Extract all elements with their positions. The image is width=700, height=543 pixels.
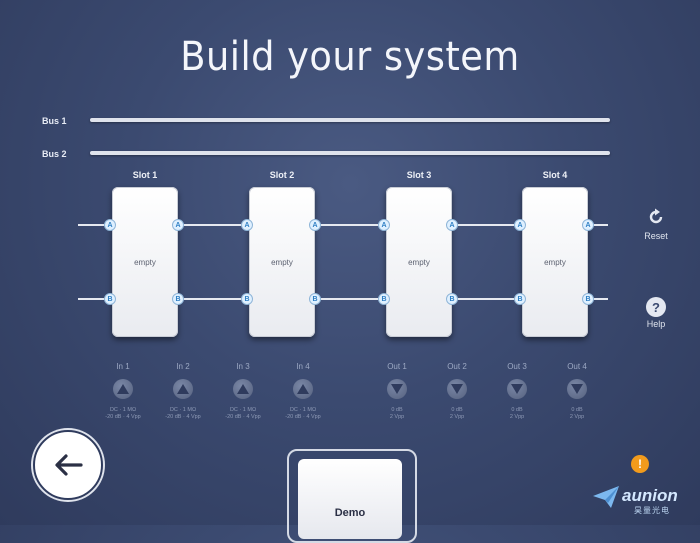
signal-wire-a bbox=[78, 224, 608, 226]
input-3-label: In 3 bbox=[236, 362, 250, 371]
slot-2-content: empty bbox=[271, 257, 293, 267]
output-4-triangle-down-icon[interactable] bbox=[567, 379, 587, 399]
slot-4-port-a-in[interactable]: A bbox=[514, 219, 526, 231]
demo-button[interactable]: Demo bbox=[298, 459, 402, 539]
slot-4-port-a-out[interactable]: A bbox=[582, 219, 594, 231]
input-1-triangle-up-icon[interactable] bbox=[113, 379, 133, 399]
slot-4-port-b-in[interactable]: B bbox=[514, 293, 526, 305]
slot-1-port-b-in[interactable]: B bbox=[104, 293, 116, 305]
arrow-left-icon bbox=[55, 454, 83, 476]
slot-2-port-b-out[interactable]: B bbox=[309, 293, 321, 305]
slot-4-label: Slot 4 bbox=[542, 170, 568, 180]
slot-2-port-a-out[interactable]: A bbox=[309, 219, 321, 231]
signal-wire-b bbox=[78, 298, 608, 300]
output-1-triangle-down-icon[interactable] bbox=[387, 379, 407, 399]
bus-2-label: Bus 2 bbox=[42, 149, 67, 159]
output-4-label: Out 4 bbox=[567, 362, 587, 371]
bus-1-label: Bus 1 bbox=[42, 116, 67, 126]
slot-4-content: empty bbox=[544, 257, 566, 267]
slot-2-port-b-in[interactable]: B bbox=[241, 293, 253, 305]
slot-3-port-a-in[interactable]: A bbox=[378, 219, 390, 231]
slot-1-port-b-out[interactable]: B bbox=[172, 293, 184, 305]
slot-3-module[interactable]: empty bbox=[386, 187, 452, 337]
slot-3-content: empty bbox=[408, 257, 430, 267]
paper-plane-icon bbox=[592, 484, 620, 515]
output-1-label: Out 1 bbox=[387, 362, 407, 371]
slot-3-port-b-out[interactable]: B bbox=[446, 293, 458, 305]
output-3-triangle-down-icon[interactable] bbox=[507, 379, 527, 399]
input-1-label: In 1 bbox=[116, 362, 130, 371]
slot-1-port-a-out[interactable]: A bbox=[172, 219, 184, 231]
slot-3-port-a-out[interactable]: A bbox=[446, 219, 458, 231]
input-4-triangle-up-icon[interactable] bbox=[293, 379, 313, 399]
slot-3-label: Slot 3 bbox=[406, 170, 432, 180]
brand-subtitle: 昊量光电 bbox=[634, 506, 670, 515]
output-3-label: Out 3 bbox=[507, 362, 527, 371]
output-2-triangle-down-icon[interactable] bbox=[447, 379, 467, 399]
question-icon[interactable]: ? bbox=[646, 297, 666, 317]
page-title: Build your system bbox=[180, 34, 520, 80]
input-4-spec: DC · 1 MΩ-20 dB · 4 Vpp bbox=[285, 407, 321, 420]
slot-1-port-a-in[interactable]: A bbox=[104, 219, 116, 231]
slot-2-port-a-in[interactable]: A bbox=[241, 219, 253, 231]
slot-3-port-b-in[interactable]: B bbox=[378, 293, 390, 305]
refresh-icon[interactable] bbox=[646, 207, 666, 227]
slot-1-module[interactable]: empty bbox=[112, 187, 178, 337]
bus-1-line bbox=[90, 118, 610, 122]
input-4-label: In 4 bbox=[296, 362, 310, 371]
bus-2-line bbox=[90, 151, 610, 155]
input-3-triangle-up-icon[interactable] bbox=[233, 379, 253, 399]
input-1-spec: DC · 1 MΩ-20 dB · 4 Vpp bbox=[105, 407, 141, 420]
input-2-spec: DC · 1 MΩ-20 dB · 4 Vpp bbox=[165, 407, 201, 420]
slot-1-content: empty bbox=[134, 257, 156, 267]
input-3-spec: DC · 1 MΩ-20 dB · 4 Vpp bbox=[225, 407, 261, 420]
reset-label[interactable]: Reset bbox=[644, 231, 668, 241]
slot-4-port-b-out[interactable]: B bbox=[582, 293, 594, 305]
slot-1-label: Slot 1 bbox=[132, 170, 158, 180]
warning-icon[interactable]: ! bbox=[631, 455, 649, 473]
input-2-triangle-up-icon[interactable] bbox=[173, 379, 193, 399]
output-2-label: Out 2 bbox=[447, 362, 467, 371]
slot-4-module[interactable]: empty bbox=[522, 187, 588, 337]
help-label[interactable]: Help bbox=[646, 319, 666, 329]
slot-2-module[interactable]: empty bbox=[249, 187, 315, 337]
back-button[interactable] bbox=[33, 430, 103, 500]
brand-name: aunion bbox=[622, 486, 678, 505]
input-2-label: In 2 bbox=[176, 362, 190, 371]
slot-2-label: Slot 2 bbox=[269, 170, 295, 180]
